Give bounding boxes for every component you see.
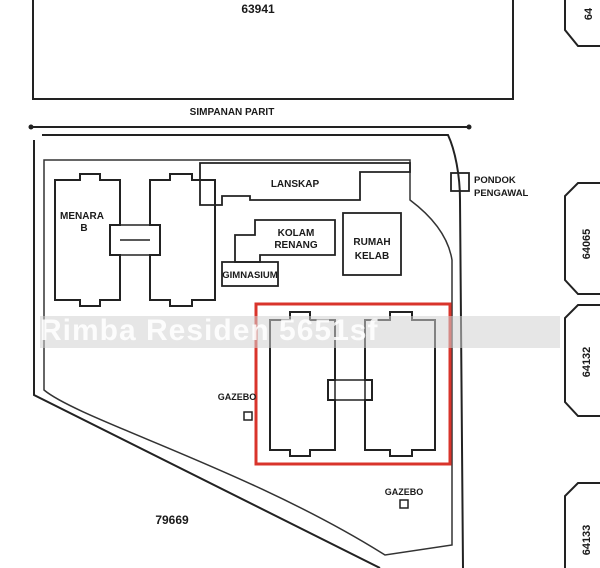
gazebo-2-label: GAZEBO (385, 487, 424, 497)
highlighted-tower-left (269, 311, 336, 457)
lot-64132-boundary (564, 304, 600, 417)
highlight-frame (254, 302, 452, 466)
menara-b-label-line2: B (80, 223, 87, 234)
watermark-band (40, 316, 560, 348)
gazebo-1-icon (243, 411, 253, 421)
gimnasium-label: GIMNASIUM (222, 270, 278, 281)
highlighted-tower-link (334, 379, 366, 401)
lanskap-area (199, 162, 411, 206)
lot-64065-label: 64065 (581, 229, 593, 260)
menara-b-tower-right (149, 173, 216, 307)
menara-b-link-bridge (120, 224, 150, 256)
kolam-renang-label-line1: KOLAM (278, 228, 315, 239)
gazebo-1-label: GAZEBO (218, 392, 257, 402)
highlighted-tower-right (364, 311, 436, 457)
watermark-text: Rimba Residen 5651sf (40, 314, 379, 347)
rumah-kelab-building (342, 212, 402, 276)
lot-64065-boundary (564, 182, 600, 295)
lot-64133-boundary (564, 482, 600, 568)
lot-63941-label: 63941 (241, 2, 275, 16)
kolam-renang-label-line2: RENANG (274, 240, 318, 251)
lot-top-right-boundary (564, 0, 600, 47)
gazebo-2-icon (399, 499, 409, 509)
lot-64132-label: 64132 (581, 347, 593, 378)
lot-64133-label: 64133 (581, 525, 593, 556)
simpanan-parit-label: SIMPANAN PARIT (190, 107, 275, 118)
lot-top-right-label: 64 (583, 7, 595, 20)
gimnasium-building (221, 261, 279, 287)
site-boundary (33, 134, 464, 568)
pondok-pengawal-label-line1: PONDOK (474, 175, 516, 186)
pondok-pengawal-label-line2: PENGAWAL (474, 188, 529, 199)
menara-b-tower-left (54, 173, 121, 307)
lot-63941-boundary (32, 0, 514, 100)
pondok-pengawal-hut (450, 172, 470, 192)
menara-b-label-line1: MENARA (60, 211, 104, 222)
inner-road-outline (43, 159, 453, 556)
lot-79669-label: 79669 (155, 513, 189, 527)
rumah-kelab-label-line1: RUMAH (353, 237, 390, 248)
rumah-kelab-label-line2: KELAB (355, 251, 389, 262)
lanskap-label: LANSKAP (271, 179, 320, 190)
